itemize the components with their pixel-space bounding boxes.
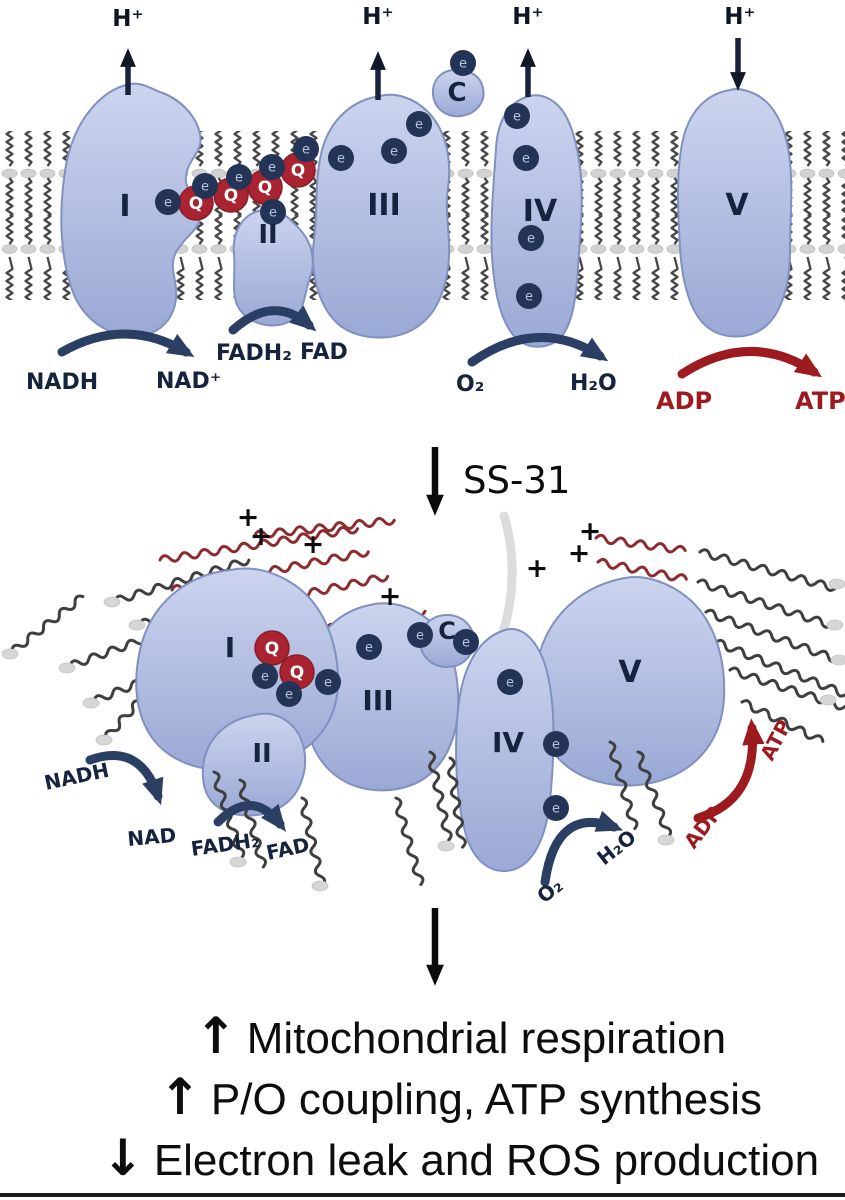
electron-dot	[543, 731, 569, 757]
electron-dot	[406, 111, 432, 137]
fadh2-label: FADH₂	[216, 341, 292, 366]
cytochrome-c-blob	[431, 68, 485, 118]
atp-label: ATP	[795, 387, 845, 415]
fadh2-to-fad-arrow	[213, 801, 286, 832]
electron-dot	[155, 189, 181, 215]
o2-to-h2o-arrow	[467, 332, 609, 367]
ss31-transition: SS-31	[426, 447, 570, 516]
down-arrow-icon: ↓	[101, 1129, 144, 1187]
h2o-label: H₂O	[570, 371, 617, 396]
o2-label: O₂	[532, 873, 567, 908]
complex-v-label: V	[725, 188, 749, 223]
h-plus-label: H⁺	[512, 4, 543, 30]
complex-iv-blob	[455, 628, 555, 873]
nadh-to-nad-arrow	[57, 329, 195, 357]
electron-dot	[252, 663, 278, 689]
bottom-panel-complexes	[135, 567, 726, 873]
ss31-label: SS-31	[463, 459, 570, 502]
ubiquinone-dot	[254, 630, 290, 666]
h-plus-label: H⁺	[724, 4, 755, 30]
complex-i-label: I	[225, 631, 235, 664]
electron-dot	[453, 629, 479, 655]
top-panel-reactions: NADH NAD⁺ FADH₂ FAD O₂ H₂O ADP ATP	[26, 305, 845, 415]
top-panel-proton-flux: H⁺ H⁺ H⁺ H⁺	[112, 4, 756, 100]
electron-dot	[226, 164, 252, 190]
electron-dot	[543, 795, 569, 821]
h-plus-label: H⁺	[362, 4, 393, 30]
complex-iii-label: III	[367, 188, 401, 223]
nad-plus-label: NAD⁺	[156, 369, 221, 394]
electron-dot	[381, 138, 407, 164]
adp-label: ADP	[656, 387, 712, 415]
nadh-label: NADH	[26, 370, 98, 395]
outcome-coupling: ↑P/O coupling, ATP synthesis	[38, 1067, 845, 1128]
cytochrome-c-label: C	[447, 78, 466, 108]
fadh2-label: FADH₂	[189, 828, 261, 861]
complex-ii-label: II	[258, 220, 277, 250]
complex-v-blob	[533, 576, 726, 787]
electron-dot	[293, 136, 319, 162]
electron-dot	[315, 669, 341, 695]
electron-dot	[407, 622, 433, 648]
o2-to-h2o-arrow	[540, 810, 624, 887]
nadh-label: NADH	[42, 758, 111, 795]
up-arrow-icon: ↑	[194, 1007, 237, 1065]
complex-i-blob	[60, 82, 202, 338]
complex-v-blob	[677, 87, 793, 338]
electron-dot	[356, 634, 382, 660]
outcomes-block: ↑Mitochondrial respiration ↑P/O coupling…	[38, 1006, 845, 1189]
outcome-text: Electron leak and ROS production	[153, 1136, 820, 1185]
bottom-panel-complex-labels: I II III C IV V	[225, 617, 643, 769]
cytochrome-c-label: C	[438, 617, 456, 645]
fad-label: FAD	[300, 340, 348, 365]
adp-to-atp-arrow	[693, 718, 765, 823]
up-arrow-icon: ↑	[158, 1068, 201, 1126]
top-panel-complex-labels: I II III C IV V	[119, 78, 749, 250]
atp-label: ATP	[755, 716, 796, 765]
complex-iv-label: IV	[492, 726, 524, 759]
electron-dot	[513, 145, 539, 171]
electron-dot	[328, 145, 354, 171]
figure-bottom-border	[0, 1193, 845, 1197]
outcome-text: P/O coupling, ATP synthesis	[210, 1075, 762, 1124]
fad-label: FAD	[264, 832, 311, 865]
electron-dot	[516, 283, 542, 309]
adp-to-atp-arrow	[677, 347, 823, 379]
nad-label: NAD	[126, 823, 177, 851]
outcome-respiration: ↑Mitochondrial respiration	[38, 1006, 845, 1067]
complex-iv-label: IV	[523, 194, 558, 229]
h2o-label: H₂O	[592, 825, 640, 870]
complex-iii-label: III	[362, 684, 393, 717]
electron-dot	[450, 50, 476, 76]
lipid-head-streak	[494, 511, 517, 649]
complex-ii-label: II	[252, 739, 271, 769]
h-plus-label: H⁺	[112, 6, 143, 32]
electron-dot	[192, 173, 218, 199]
electron-dot	[497, 669, 523, 695]
fadh2-to-fad-arrow	[228, 305, 317, 335]
etc-figure: e Q + NADH NAD⁺ FADH₂ FAD O₂ H₂O ADP ATP	[0, 4, 845, 986]
electron-dot	[259, 154, 285, 180]
electron-dot	[276, 681, 302, 707]
outcome-ros: ↓Electron leak and ROS production	[38, 1128, 845, 1189]
outcome-text: Mitochondrial respiration	[246, 1014, 727, 1063]
o2-label: O₂	[456, 372, 484, 397]
complex-i-label: I	[119, 189, 130, 224]
nadh-to-nad-arrow	[85, 751, 164, 806]
complex-v-label: V	[618, 655, 642, 690]
electron-dot	[504, 103, 530, 129]
